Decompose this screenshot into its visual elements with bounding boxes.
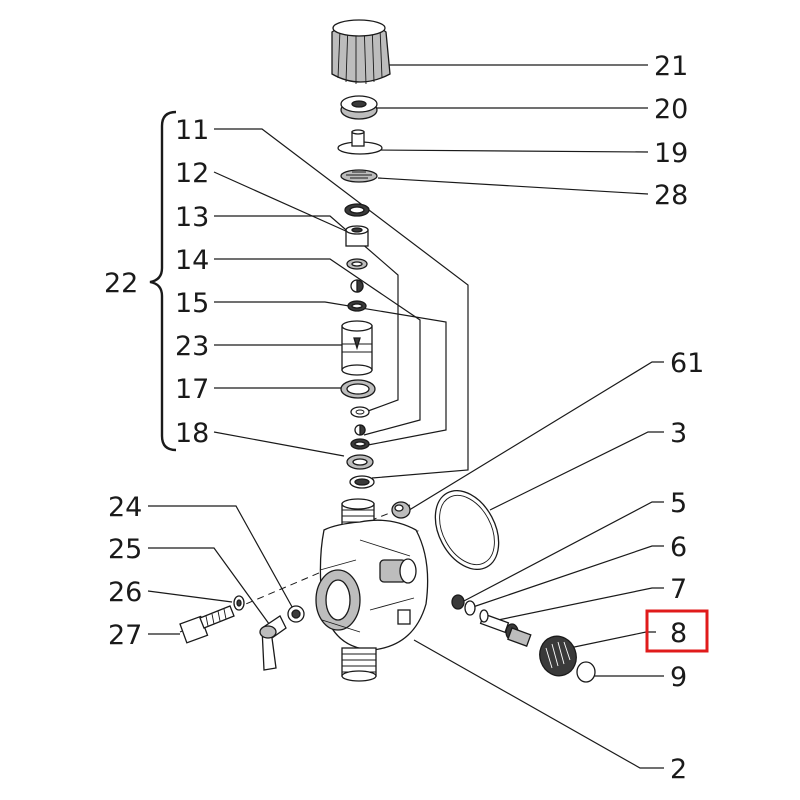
bolt-27	[179, 605, 235, 644]
ball-14	[350, 279, 364, 293]
ring-6	[464, 600, 476, 616]
washer-16	[350, 406, 370, 418]
callout-21: 21	[654, 51, 688, 82]
callout-14: 14	[175, 245, 209, 276]
washer-26	[233, 595, 245, 611]
ring-5	[451, 594, 465, 610]
callout-11: 11	[175, 115, 209, 146]
highlight-box-part-8	[645, 609, 709, 653]
callout-22: 22	[104, 268, 138, 299]
callout-3: 3	[670, 418, 687, 449]
callout-labels: 21 20 19 28 11 12 13 14 15 23 17 18 22 6…	[104, 51, 704, 785]
knob-8	[539, 635, 577, 677]
callout-25: 25	[108, 534, 142, 565]
callout-8: 8	[670, 618, 687, 649]
gasket-3	[434, 490, 500, 570]
filter-28	[340, 169, 378, 183]
callout-15: 15	[175, 288, 209, 319]
callout-7: 7	[670, 574, 687, 605]
cartridge-23	[341, 320, 373, 376]
callout-24: 24	[108, 492, 142, 523]
ring-24	[287, 605, 305, 623]
spindle-7	[479, 609, 532, 647]
screw-19	[337, 129, 383, 155]
callout-28: 28	[654, 180, 688, 211]
cap-20	[340, 95, 378, 120]
callout-12: 12	[175, 158, 209, 189]
callout-2: 2	[670, 754, 687, 785]
washer-13	[346, 258, 368, 270]
callout-13: 13	[175, 202, 209, 233]
callout-20: 20	[654, 94, 688, 125]
callout-9: 9	[670, 662, 687, 693]
callout-26: 26	[108, 577, 142, 608]
callout-17: 17	[175, 374, 209, 405]
ring-15	[347, 300, 367, 312]
ring-11	[344, 203, 370, 217]
cap-9	[576, 661, 596, 683]
callout-19: 19	[654, 138, 688, 169]
nut-61	[391, 501, 411, 519]
callout-6: 6	[670, 532, 687, 563]
pump-body-2	[315, 498, 429, 682]
callout-18: 18	[175, 418, 209, 449]
callout-23: 23	[175, 331, 209, 362]
ball-lower	[354, 424, 366, 436]
callout-27: 27	[108, 620, 142, 651]
elbow-25	[259, 615, 287, 671]
knob-21	[331, 19, 391, 85]
sleeve-12	[345, 225, 369, 247]
group-bracket	[149, 110, 177, 452]
ring-17	[340, 379, 376, 399]
ring-bottom	[349, 475, 375, 489]
callout-61: 61	[670, 348, 704, 379]
seat-18	[346, 454, 374, 470]
callout-5: 5	[670, 488, 687, 519]
ring-lower	[350, 438, 370, 450]
